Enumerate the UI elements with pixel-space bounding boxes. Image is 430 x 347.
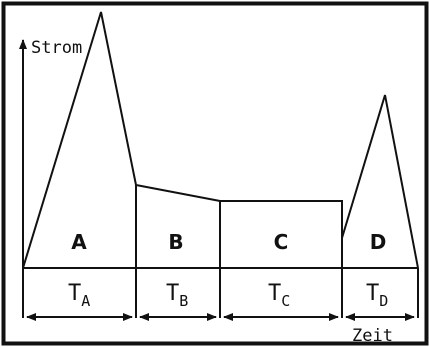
duration-label-a: TA	[68, 281, 90, 310]
duration-label-c: TC	[268, 281, 290, 310]
region-label-a: A	[71, 230, 87, 254]
duration-label-d: TD	[366, 281, 388, 310]
x-axis-label: Zeit	[352, 326, 393, 346]
y-axis-label: Strom	[31, 38, 82, 58]
duration-label-b: TB	[166, 281, 188, 310]
region-label-b: B	[168, 230, 183, 254]
region-label-d: D	[370, 230, 387, 254]
region-label-c: C	[274, 230, 289, 254]
current-curve	[22, 11, 419, 269]
